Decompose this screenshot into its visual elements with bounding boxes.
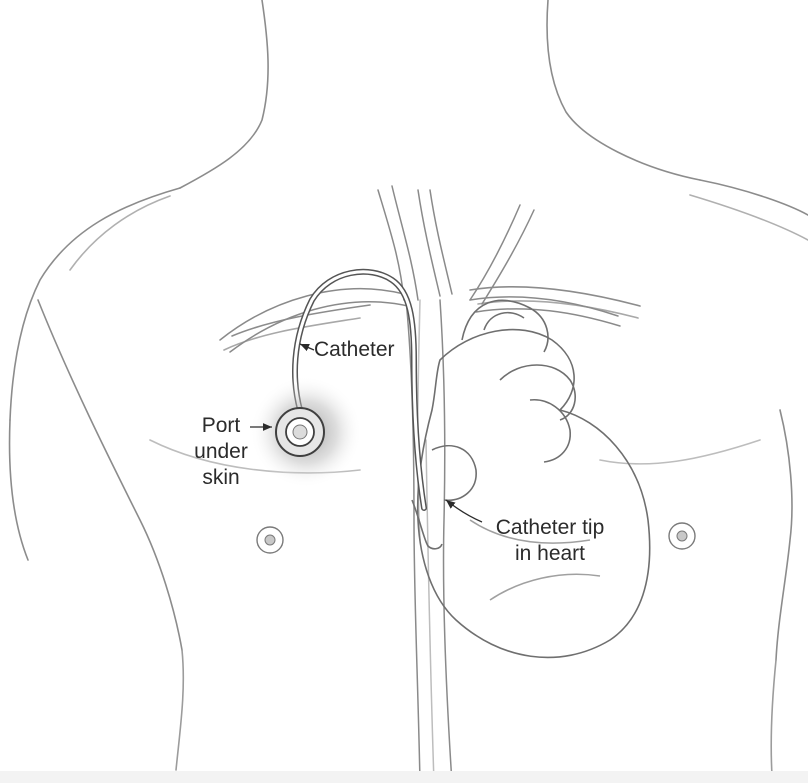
- heart: [412, 300, 650, 657]
- catheter-tip-label: Catheter tip in heart: [480, 515, 620, 567]
- aortic-arch: [462, 300, 548, 352]
- shoulder-left: [10, 188, 180, 420]
- bottom-strip: [0, 771, 808, 783]
- port: [250, 376, 362, 488]
- port-label-line-3: skin: [186, 465, 256, 491]
- carotid: [418, 190, 440, 296]
- neck-left: [180, 0, 268, 188]
- heart-outline: [418, 330, 650, 658]
- catheter-arrow: [300, 344, 314, 350]
- torso-outline: [10, 0, 808, 775]
- port-label: Port under skin: [186, 413, 256, 491]
- right-atrium: [432, 446, 476, 500]
- port-label-line-1: Port: [186, 413, 256, 439]
- arm-left: [10, 420, 28, 560]
- tip-arrow: [446, 500, 482, 522]
- shoulder-right: [700, 180, 808, 215]
- subclavian-right: [470, 297, 618, 316]
- catheter-tip-label-line-1: Catheter tip: [480, 515, 620, 541]
- port-label-line-2: under: [186, 439, 256, 465]
- catheter-label: Catheter: [314, 337, 395, 363]
- nipple-left: [257, 527, 283, 553]
- catheter-tip-label-line-2: in heart: [480, 541, 620, 567]
- neck-right: [547, 0, 700, 180]
- nipple-right: [669, 523, 695, 549]
